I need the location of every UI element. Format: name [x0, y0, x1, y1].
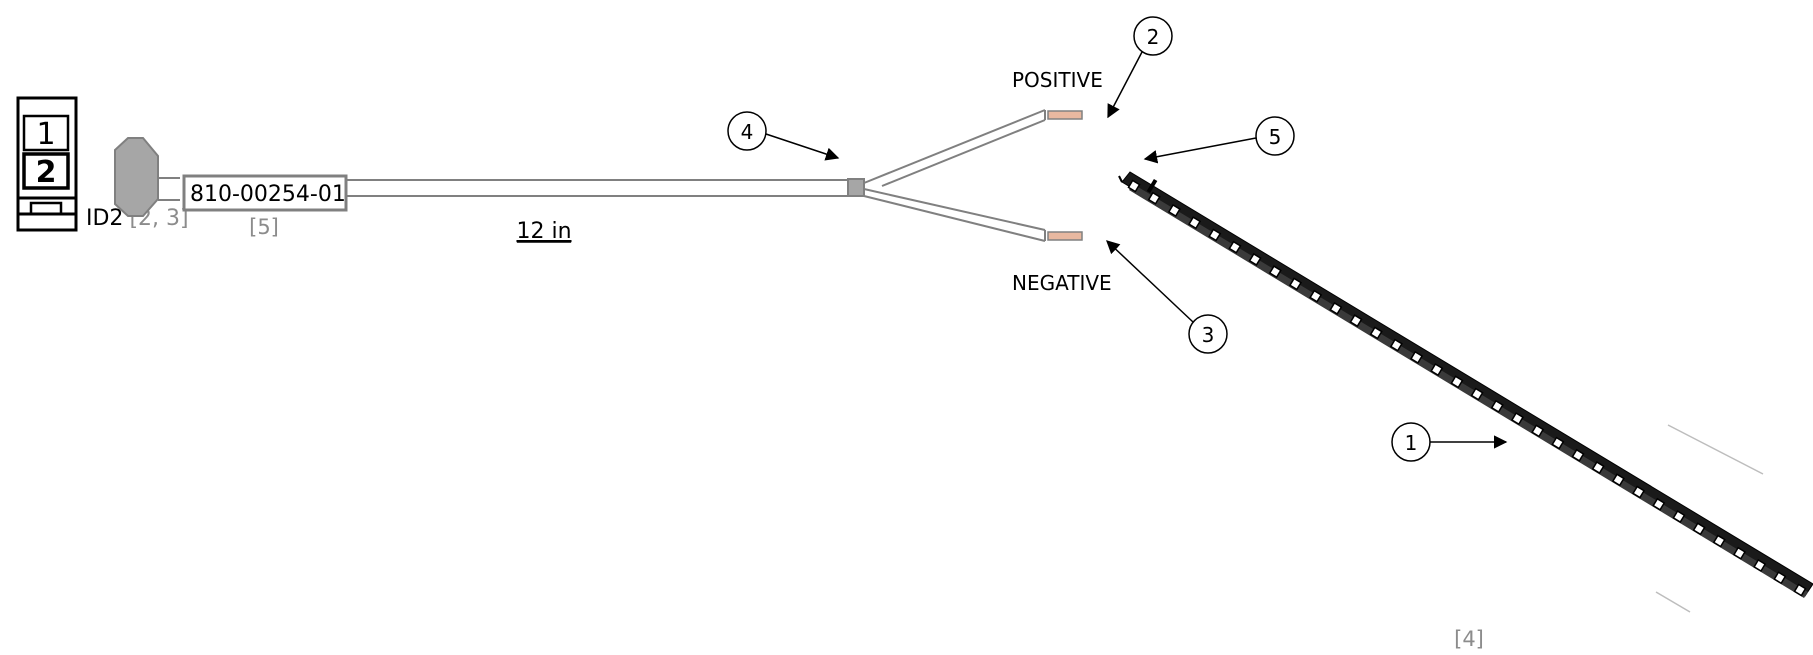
- part-ref: [5]: [249, 215, 279, 239]
- led-pad: [1672, 510, 1686, 524]
- led-pad: [1410, 350, 1424, 364]
- callout-5: 5: [1143, 116, 1295, 164]
- svg-text:2: 2: [1147, 25, 1160, 49]
- led-pad: [1288, 277, 1302, 291]
- connector-id2: 1 2: [16, 96, 78, 232]
- part-number: 810-00254-01: [190, 182, 346, 207]
- led-pad: [1591, 461, 1605, 475]
- led-pad: [1309, 289, 1323, 303]
- positive-wire: [863, 109, 1083, 187]
- svg-text:5: 5: [1269, 125, 1282, 149]
- callout-1: 1: [1391, 422, 1508, 462]
- led-pad: [1490, 399, 1504, 413]
- led-pad: [1753, 558, 1767, 573]
- led-pad: [1188, 216, 1202, 230]
- led-pad: [1571, 448, 1585, 462]
- part-number-box: [182, 174, 348, 212]
- negative-wire: [863, 188, 1083, 242]
- faint-line-upper: [1667, 424, 1764, 475]
- led-strip: [1118, 171, 1813, 598]
- svg-text:3: 3: [1202, 323, 1215, 347]
- svg-text:1: 1: [1405, 431, 1418, 455]
- callout-4: 4: [727, 111, 840, 161]
- led-pad: [1268, 265, 1282, 279]
- led-pad: [1632, 485, 1646, 499]
- positive-label: POSITIVE: [1012, 68, 1103, 92]
- led-pad: [1349, 314, 1363, 328]
- led-pad: [1389, 338, 1403, 352]
- led-pad: [1510, 412, 1524, 426]
- positive-wire-tip: [1047, 110, 1083, 120]
- led-pad: [1127, 179, 1141, 193]
- led-pad: [1692, 522, 1706, 536]
- cable-length: 12 in: [516, 219, 571, 244]
- led-pad: [1732, 546, 1746, 560]
- led-pad: [1208, 228, 1222, 242]
- led-pad: [1430, 363, 1444, 377]
- negative-wire-tip: [1047, 231, 1083, 241]
- strip-ref: [4]: [1454, 627, 1484, 651]
- led-pad: [1531, 424, 1545, 438]
- callout-3: 3: [1106, 240, 1228, 354]
- led-pad: [1773, 571, 1787, 585]
- led-pad: [1450, 375, 1464, 389]
- breakout-splice: [847, 178, 865, 197]
- led-row: [1127, 179, 1807, 597]
- led-pad: [1329, 301, 1343, 315]
- led-pad: [1712, 534, 1726, 548]
- led-pad: [1228, 240, 1242, 254]
- led-pad: [1793, 583, 1807, 597]
- svg-text:4: 4: [741, 120, 754, 144]
- pin-2-label: 2: [36, 155, 57, 190]
- pin-1-label: 1: [36, 117, 55, 152]
- negative-label: NEGATIVE: [1012, 271, 1112, 295]
- led-pad: [1147, 191, 1161, 205]
- led-pad: [1369, 326, 1383, 340]
- led-pad: [1470, 387, 1484, 401]
- plug-body: [114, 137, 159, 217]
- led-pad: [1551, 436, 1565, 450]
- faint-line-lower: [1655, 591, 1691, 613]
- led-pad: [1167, 203, 1181, 218]
- led-pad: [1652, 497, 1666, 511]
- led-pad: [1248, 252, 1262, 266]
- led-pad: [1611, 473, 1625, 487]
- callout-2: 2: [1107, 16, 1173, 119]
